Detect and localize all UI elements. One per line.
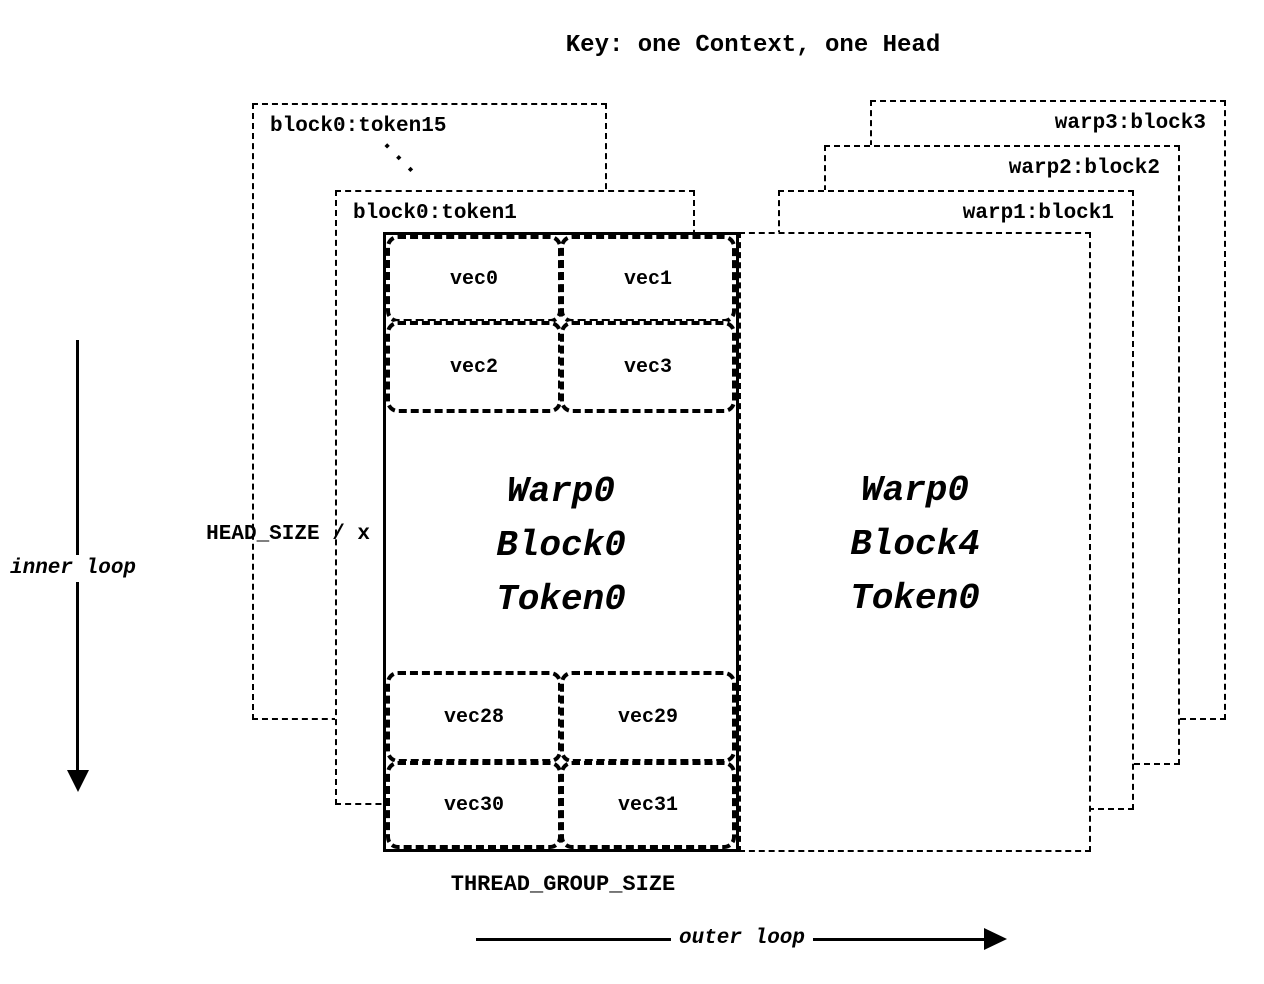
vec-cell-1: vec1 — [560, 235, 736, 323]
warp0-block0-token0-text: Warp0 Block0 Token0 — [386, 465, 736, 627]
vec-cell-3: vec3 — [560, 321, 736, 413]
warp3-block3-label: warp3:block3 — [1054, 112, 1206, 135]
block0-token1-label: block0:token1 — [353, 202, 517, 225]
warp0-block0-token0-box: vec0 vec1 vec2 vec3 Warp0 Block0 Token0 … — [383, 232, 739, 852]
vec-cell-31: vec31 — [560, 761, 736, 849]
block0-token15-label: block0:token15 — [270, 115, 447, 138]
warp0-block4-token0-box: Warp0 Block4 Token0 — [739, 232, 1091, 852]
warp-line: Warp0 — [860, 470, 970, 511]
outer-loop-label: outer loop — [670, 927, 814, 950]
block-line: Block4 — [850, 524, 980, 565]
outer-loop-arrowhead-icon — [984, 928, 1007, 950]
block-line: Block0 — [496, 525, 626, 566]
warp1-block1-label: warp1:block1 — [962, 202, 1114, 225]
warp0-block4-token0-text: Warp0 Block4 Token0 — [741, 464, 1089, 626]
inner-loop-label: inner loop — [6, 555, 141, 582]
inner-loop-arrowhead-icon — [67, 770, 89, 792]
vec-cell-0: vec0 — [386, 235, 562, 323]
vec-cell-29: vec29 — [560, 671, 736, 763]
warp-line: Warp0 — [506, 471, 616, 512]
diagram-title: Key: one Context, one Head — [565, 32, 941, 59]
head-size-label: HEAD_SIZE / x — [206, 523, 370, 546]
token-line: Token0 — [496, 579, 626, 620]
vec-cell-28: vec28 — [386, 671, 562, 763]
token-line: Token0 — [850, 578, 980, 619]
vec-cell-2: vec2 — [386, 321, 562, 413]
vec-cell-30: vec30 — [386, 761, 562, 849]
thread-group-size-label: THREAD_GROUP_SIZE — [450, 872, 676, 897]
warp2-block2-label: warp2:block2 — [1008, 157, 1160, 180]
